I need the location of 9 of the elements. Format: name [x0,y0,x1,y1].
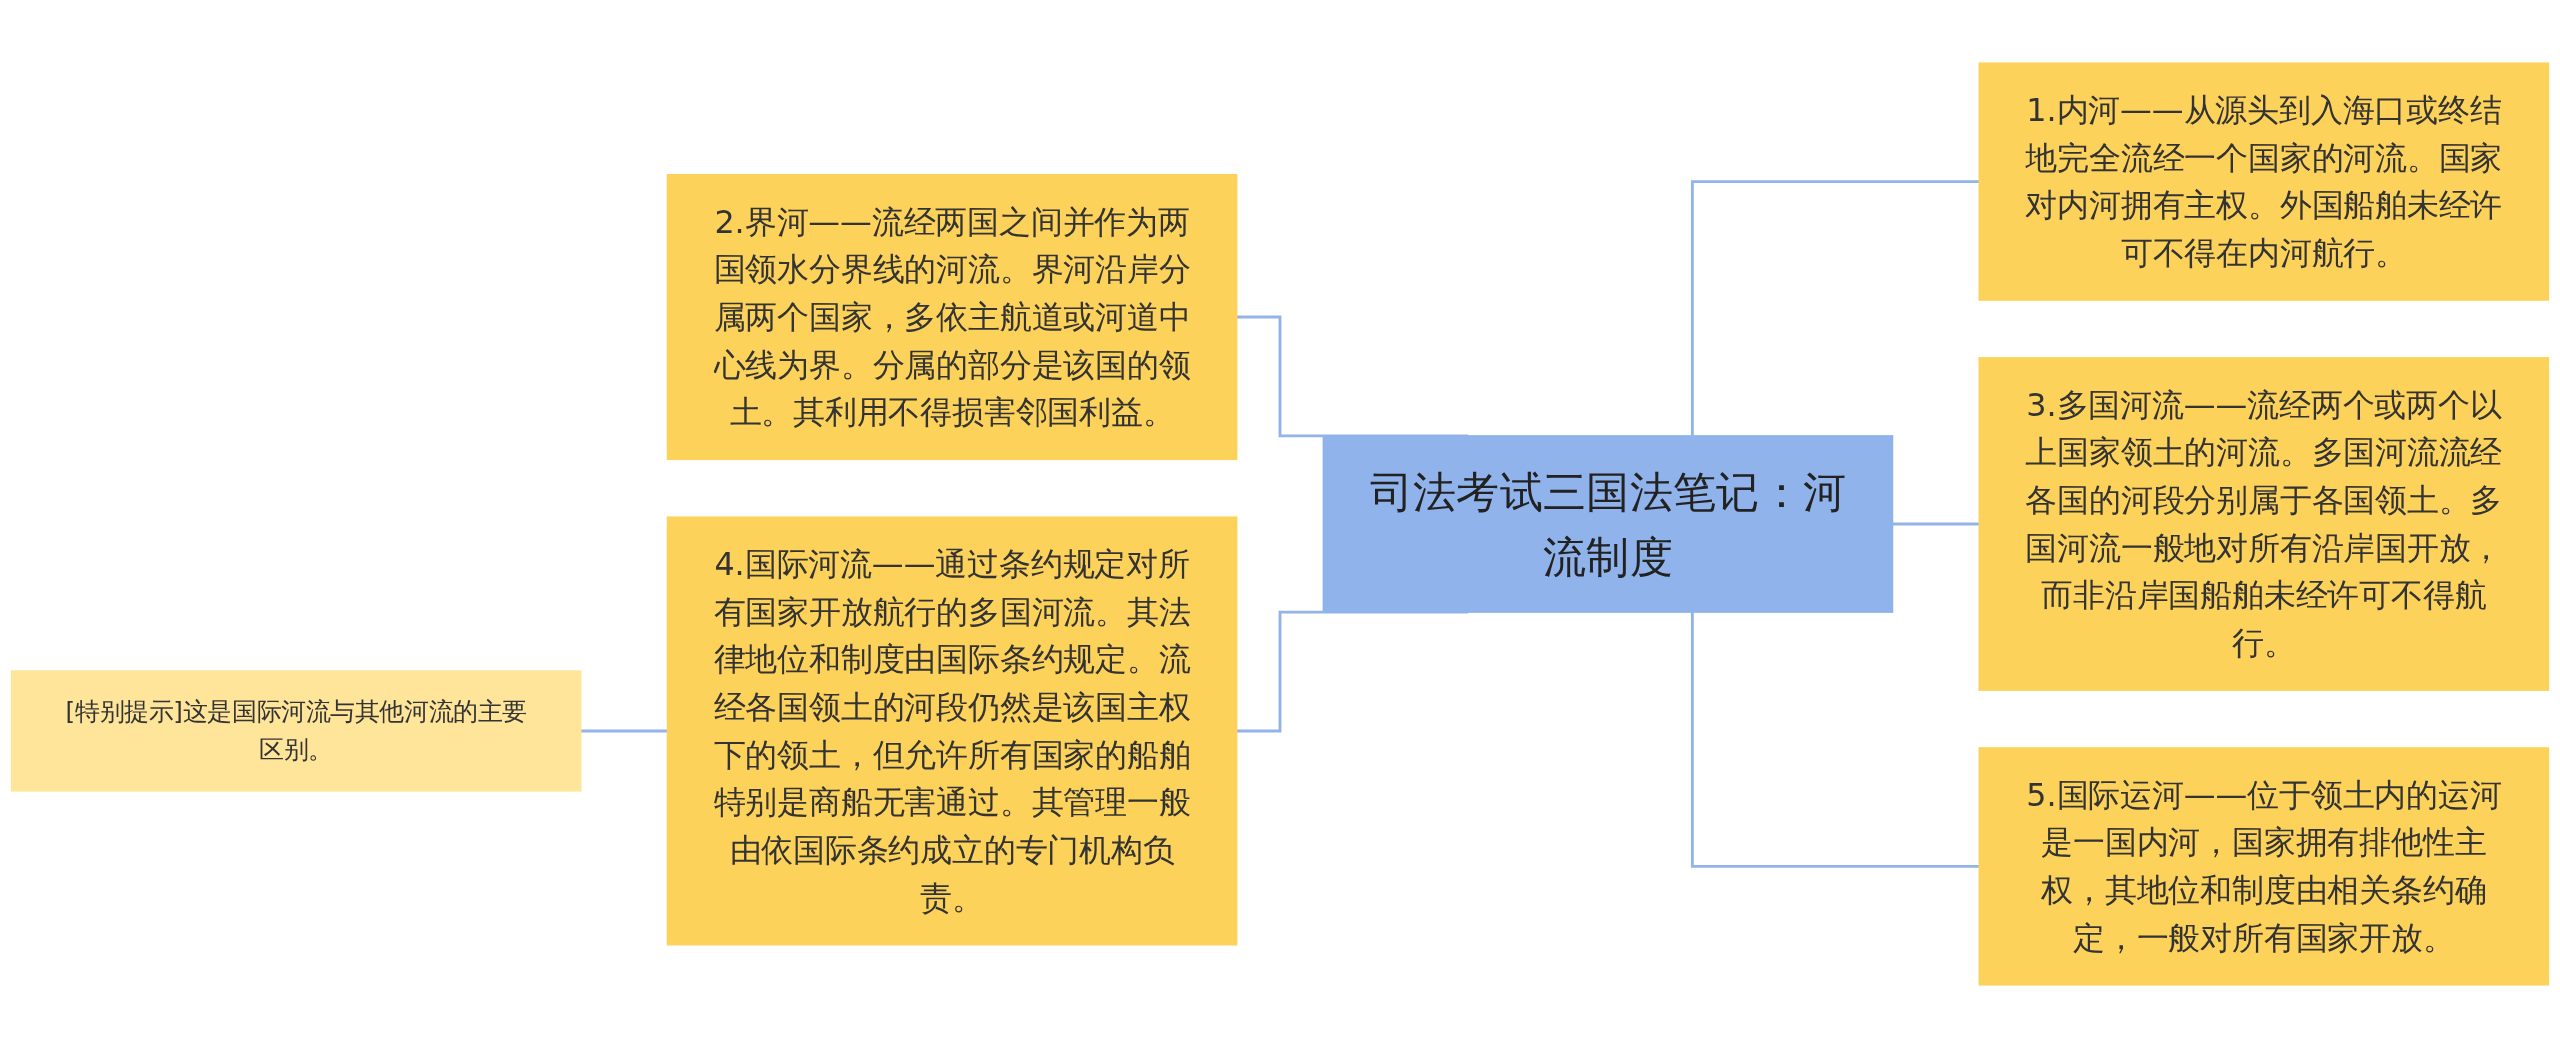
connector [1690,180,1980,436]
node-box: 3.多国河流——流经两个或两个以上国家领土的河流。多国河流流经各国的河段分别属于各国领土。多国河流一般地对所有沿岸国开放，而非沿岸国船舶未经许可不得航行。 [1978,357,2550,691]
node-box: 1.内河——从源头到入海口或终结地完全流经一个国家的河流。国家对内河拥有主权。外国船舶未经许可不得在内河航行。 [1978,62,2550,301]
node-box: 司法考试三国法笔记：河流制度 [1322,435,1894,613]
node-box: [特别提示]这是国际河流与其他河流的主要区别。 [10,670,582,792]
node-box: 5.国际运河——位于领土内的运河是一国内河，国家拥有排他性主权，其地位和制度由相关条约确定，一般对所有国家开放。 [1978,747,2550,986]
node-box: 4.国际河流——通过条约规定对所有国家开放航行的多国河流。其法律地位和制度由国际条约规定。流经各国领土的河段仍然是该国主权下的领土，但允许所有国家的船舶特别是商船无害通过。其管理一般由依国际条约成立的专门机构负责。 [666,516,1238,946]
connector [1690,612,1980,868]
node-box: 2.界河——流经两国之间并作为两国领水分界线的河流。界河沿岸分属两个国家，多依主航道或河道中心线为界。分属的部分是该国的领土。其利用不得损害邻国利益。 [666,174,1238,461]
